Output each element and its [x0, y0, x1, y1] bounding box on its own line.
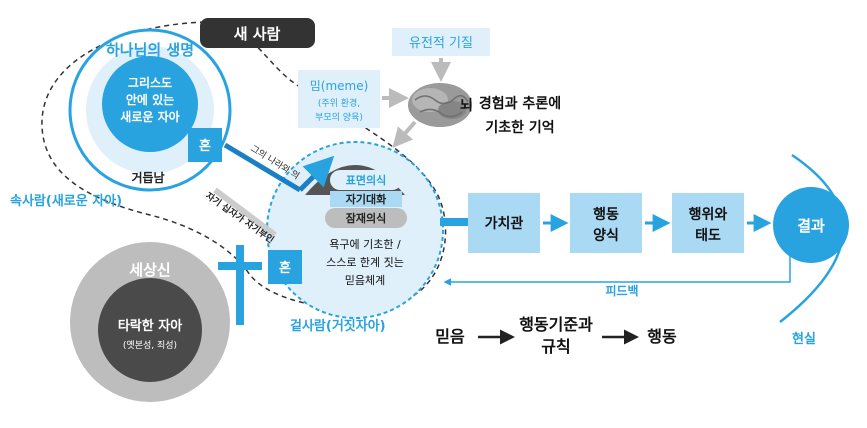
standard-line1: 행동기준과 [519, 315, 593, 334]
reality-arc [779, 153, 845, 323]
action-attitude-line2: 태도 [695, 228, 721, 244]
new-self-line1: 그리스도 [128, 75, 172, 90]
behavior-pattern-line1: 행동 [593, 207, 619, 223]
self-denial-label: 자기 십자가 자기부인 [203, 190, 276, 246]
memory-line2: 기초한 기억 [485, 120, 554, 136]
kingdom-line [223, 142, 302, 193]
belief-label: 믿음 [435, 327, 465, 346]
feedback-label: 피드백 [605, 283, 638, 298]
cross-vertical [236, 245, 244, 325]
new-self-core [102, 56, 198, 152]
reality-label: 현실 [792, 331, 816, 347]
kingdom-arrow [298, 155, 335, 192]
reborn-label: 거듭남 [131, 170, 164, 185]
belief-system-line3: 믿음체계 [345, 274, 385, 287]
result-circle [773, 187, 849, 263]
action-attitude-line1: 행위와 [689, 206, 728, 223]
self-talk-box [330, 191, 402, 207]
self-denial-line [213, 187, 277, 238]
life-of-god-label: 하나님의 생명 [106, 41, 194, 59]
surface-box [330, 170, 402, 190]
feedback-line [443, 255, 791, 286]
cross-horizontal [218, 262, 262, 270]
belief-system-line2: 스스로 한계 짓는 [326, 256, 404, 269]
outer-person-label: 겉사람(거짓자아) [290, 318, 386, 334]
behavior-pattern-box [570, 193, 642, 253]
new-self-line3: 새로운 자아 [120, 109, 179, 124]
inner-person-label: 속사람(새로운 자아) [10, 193, 122, 209]
meme-box [298, 70, 380, 128]
fallen-self-label: 타락한 자아 [118, 318, 182, 334]
self-talk-label: 자기대화 [346, 192, 386, 206]
surface-label: 표면의식 [346, 173, 386, 187]
soul-label-upper: 혼 [199, 138, 211, 154]
soul-box-lower [268, 250, 302, 284]
action-attitude-box [672, 193, 744, 253]
meme-sub1: (주위 환경, [318, 97, 360, 109]
new-self-line2: 안에 있는 [126, 92, 174, 107]
subconscious-label: 잠재의식 [346, 211, 386, 225]
world-god-label: 세상신 [129, 261, 170, 279]
action-label: 행동 [647, 327, 677, 346]
brain-label: 뇌 [460, 98, 473, 114]
values-box [468, 193, 540, 253]
fallen-self-core [98, 278, 202, 382]
behavior-pattern-line2: 양식 [593, 228, 619, 244]
meme-sub2: 부모의 양육) [315, 112, 363, 123]
genetic-box [392, 28, 490, 56]
soul-label-lower: 혼 [279, 260, 291, 276]
genetic-label: 유전적 기질 [409, 36, 473, 51]
connector-bar [440, 218, 480, 226]
fallen-sub-label: (옛본성, 죄성) [123, 340, 177, 351]
standard-line2: 규칙 [541, 337, 570, 356]
meme-title: 밈(meme) [310, 79, 369, 93]
brain-icon [408, 83, 472, 127]
brain-to-mind-arrow [392, 120, 417, 149]
values-label: 가치관 [485, 215, 524, 232]
new-person-title: 새 사람 [234, 25, 281, 43]
belief-system-line1: 욕구에 기초한 / [329, 238, 401, 251]
new-person-title-box [200, 18, 315, 48]
memory-line1: 경험과 추론에 [479, 95, 561, 112]
result-label: 결과 [797, 217, 825, 235]
soul-box-upper [188, 128, 222, 162]
subconscious-box [325, 208, 407, 228]
